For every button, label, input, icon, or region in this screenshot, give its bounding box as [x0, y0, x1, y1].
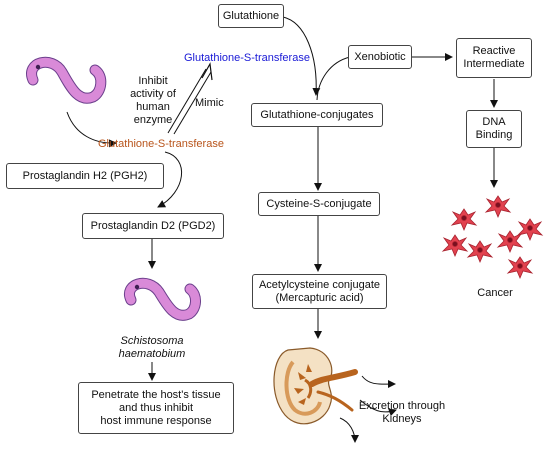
glutathione-label: Glutathione — [222, 9, 280, 22]
glutathione-box: Glutathione — [218, 4, 284, 28]
xenobiotic-label: Xenobiotic — [354, 50, 406, 63]
gst-parasite-label: Glutathione-S-transferase — [98, 138, 224, 150]
worm-icon-2 — [124, 277, 201, 321]
reactive-intermediate-box: Reactive Intermediate — [456, 38, 532, 78]
cancer-label: Cancer — [477, 287, 513, 299]
inhibit-line3: human enzyme — [133, 101, 173, 126]
xenobiotic-box: Xenobiotic — [348, 45, 412, 69]
dna-binding-box: DNA Binding — [466, 110, 522, 148]
reactive-line2: Intermediate — [463, 58, 525, 70]
pgd2-label: Prostaglandin D2 (PGD2) — [90, 219, 216, 232]
excretion-label: Excretion through Kidneys — [352, 400, 452, 426]
species-line1: Schistosoma — [120, 335, 184, 347]
penetrate-line3: host immune response — [100, 414, 212, 427]
cysteine-label: Cysteine-S-conjugate — [266, 197, 372, 210]
penetrate-line1: Penetrate the host's tissue — [91, 388, 221, 401]
arrow-glutathione-to-conjugates — [282, 16, 321, 96]
arrow-xenobiotic-to-conjugates — [316, 56, 351, 101]
dna-line1: DNA — [482, 116, 506, 128]
pgh2-box: Prostaglandin H2 (PGH2) — [6, 163, 164, 189]
acetylcysteine-box: Acetylcysteine conjugate (Mercapturic ac… — [252, 274, 387, 309]
arrow-worm-to-gst — [66, 111, 117, 148]
inhibit-line1: Inhibit — [138, 75, 168, 87]
pgd2-box: Prostaglandin D2 (PGD2) — [82, 213, 224, 239]
kidney-icon — [273, 347, 358, 425]
acetyl-line1: Acetylcysteine conjugate — [258, 278, 381, 291]
cancer-cells-icon — [441, 195, 544, 280]
species-label: Schistosoma haematobium — [102, 335, 202, 361]
inhibit-label: Inhibit activity of human enzyme — [118, 75, 188, 127]
penetrate-box: Penetrate the host's tissue and thus inh… — [78, 382, 234, 434]
worm-icon — [26, 56, 107, 104]
arrow-gst-to-pgd2 — [157, 151, 182, 208]
dna-line2: Binding — [475, 129, 513, 141]
species-line2: haematobium — [118, 348, 186, 360]
mimic-arrow — [201, 62, 213, 81]
penetrate-line2: and thus inhibit — [119, 401, 193, 414]
acetyl-line2: (Mercapturic acid) — [275, 291, 364, 304]
reactive-line1: Reactive — [472, 45, 516, 57]
mimic-label: Mimic — [195, 97, 224, 109]
pgh2-label: Prostaglandin H2 (PGH2) — [22, 169, 148, 182]
inhibit-line2: activity of — [130, 88, 176, 100]
cysteine-s-conjugate-box: Cysteine-S-conjugate — [258, 192, 380, 216]
glutathione-conjugates-box: Glutathione-conjugates — [251, 103, 383, 127]
excretion-line2: Kidneys — [382, 413, 422, 425]
glutathione-conjugates-label: Glutathione-conjugates — [260, 108, 374, 121]
excretion-line1: Excretion through — [358, 400, 446, 412]
gst-human-label: Glutathione-S-transferase — [184, 52, 310, 64]
